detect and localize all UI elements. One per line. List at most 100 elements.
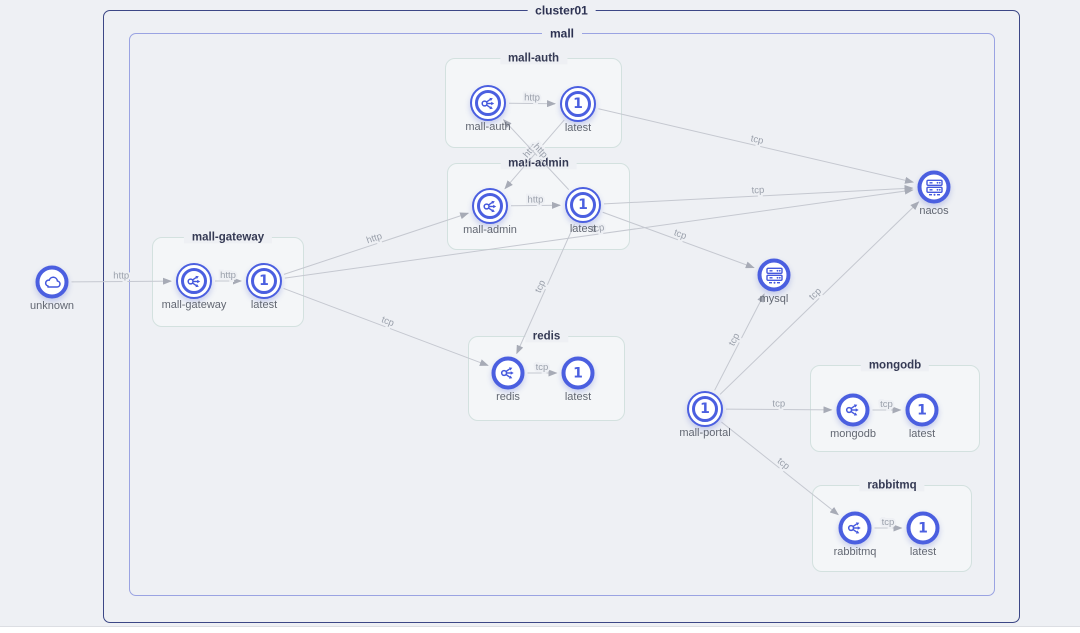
edge-mall-admin-latest-to-mysql[interactable]: tcp (602, 211, 755, 269)
node-inner-ring: 1 (251, 268, 277, 294)
server-icon (765, 266, 783, 284)
edge-protocol-label: tcp (775, 456, 792, 473)
edge-protocol-label: http (527, 194, 543, 205)
edge-mongodb-svc-to-mongodb-latest[interactable]: tcp (872, 397, 902, 414)
edge-protocol-label: tcp (751, 185, 764, 197)
node-redis-svc[interactable] (491, 356, 525, 390)
pod-count: 1 (573, 96, 583, 112)
share-icon (847, 520, 864, 537)
edge-mall-admin-svc-to-mall-admin-latest[interactable]: http (510, 192, 562, 209)
server-icon (925, 178, 943, 196)
edge-protocol-label: tcp (536, 362, 549, 373)
node-mall-auth-svc[interactable] (470, 85, 506, 121)
edge-protocol-label: tcp (807, 286, 824, 303)
edge-mall-admin-latest-to-nacos[interactable]: tcp (603, 183, 914, 205)
node-mall-portal[interactable]: 1 (687, 391, 723, 427)
edge-mall-gateway-svc-to-mall-gateway-latest[interactable]: http (215, 268, 242, 285)
node-label-unknown: unknown (29, 300, 75, 312)
group-title: mall-gateway (183, 231, 273, 244)
node-label-mall-gateway-svc: mall-gateway (161, 299, 227, 311)
node-label-mall-auth-latest: latest (564, 122, 592, 134)
edge-protocol-label: http (524, 92, 540, 103)
node-inner-ring: 1 (692, 396, 718, 422)
cluster-boundary: cluster01 (103, 3, 1020, 623)
edge-protocol-label: tcp (880, 399, 893, 410)
node-label-mongodb-latest: latest (908, 428, 936, 440)
share-icon (500, 365, 517, 382)
edge-protocol-label: http (220, 270, 236, 281)
node-label-mall-portal: mall-portal (679, 427, 731, 439)
cluster-title: cluster01 (527, 3, 596, 18)
edge-mall-portal-to-rabbitmq-svc[interactable]: tcp (721, 421, 839, 516)
node-inner-ring (475, 90, 501, 116)
edge-protocol-label: http (113, 270, 129, 281)
share-icon (186, 273, 203, 290)
share-icon (482, 198, 499, 215)
node-inner-ring: 1 (565, 91, 591, 117)
group-title: mall-auth (499, 52, 568, 65)
edge-protocol-label: tcp (727, 332, 743, 348)
edge-mall-auth-latest-to-nacos[interactable]: tcp (598, 108, 915, 184)
edge-mall-gateway-latest-to-redis-svc[interactable]: tcp (283, 287, 489, 366)
node-inner-ring: 1 (570, 192, 596, 218)
node-redis-latest[interactable]: 1 (561, 356, 595, 390)
node-mongodb-svc[interactable] (836, 393, 870, 427)
edge-protocol-label: tcp (750, 133, 765, 147)
edge-unknown-to-mall-gateway-svc[interactable]: http (71, 268, 173, 285)
edge-protocol-label: http (365, 231, 384, 246)
node-inner-ring (477, 193, 503, 219)
node-label-rabbitmq-latest: latest (909, 546, 937, 558)
node-label-mall-admin-latest: latest (569, 223, 597, 235)
group-title: rabbitmq (859, 479, 925, 492)
node-label-mall-auth-svc: mall-auth (465, 121, 511, 133)
edge-mall-auth-svc-to-mall-auth-latest[interactable]: http (508, 90, 557, 108)
namespace-boundary: mall (129, 26, 995, 596)
edge-mall-gateway-latest-to-nacos[interactable]: tcp (284, 187, 914, 279)
pod-count: 1 (259, 273, 269, 289)
edge-mall-portal-to-nacos[interactable]: tcp (719, 201, 920, 395)
edge-redis-svc-to-redis-latest[interactable]: tcp (527, 360, 558, 377)
edge-protocol-label: tcp (672, 227, 688, 242)
group-title: redis (524, 330, 569, 343)
edge-protocol-label: tcp (533, 278, 548, 294)
namespace-title: mall (541, 26, 583, 41)
edge-protocol-label: tcp (380, 314, 396, 329)
share-icon (845, 402, 862, 419)
node-mall-gateway-svc[interactable] (176, 263, 212, 299)
node-nacos[interactable] (917, 170, 951, 204)
group-box-mongodb[interactable]: mongodb (810, 359, 980, 452)
node-mall-admin-latest[interactable]: 1 (565, 187, 601, 223)
pod-count: 1 (578, 197, 588, 213)
cloud-icon (42, 272, 62, 292)
node-label-mall-admin-svc: mall-admin (463, 224, 517, 236)
edge-protocol-label: tcp (882, 517, 895, 528)
node-mall-admin-svc[interactable] (472, 188, 508, 224)
group-title: mongodb (860, 359, 930, 372)
edge-mall-admin-latest-to-redis-svc[interactable]: tcp (516, 223, 575, 355)
node-label-nacos: nacos (919, 205, 949, 217)
pod-count: 1 (573, 365, 583, 381)
node-unknown[interactable] (35, 265, 69, 299)
node-label-rabbitmq-svc: rabbitmq (833, 546, 877, 558)
edge-mall-portal-to-mongodb-svc[interactable]: tcp (725, 396, 833, 414)
node-label-mall-gateway-latest: latest (250, 299, 278, 311)
bottom-strip (0, 626, 1080, 633)
node-mysql[interactable] (757, 258, 791, 292)
node-inner-ring (181, 268, 207, 294)
node-rabbitmq-latest[interactable]: 1 (906, 511, 940, 545)
pod-count: 1 (700, 401, 710, 417)
node-label-redis-svc: redis (496, 391, 520, 403)
node-label-mongodb-svc: mongodb (830, 428, 876, 440)
node-label-mysql: mysql (759, 293, 789, 305)
node-label-redis-latest: latest (564, 391, 592, 403)
edge-protocol-label: tcp (591, 222, 605, 235)
pod-count: 1 (918, 520, 928, 536)
edge-rabbitmq-svc-to-rabbitmq-latest[interactable]: tcp (874, 515, 903, 532)
node-mall-auth-latest[interactable]: 1 (560, 86, 596, 122)
node-mall-gateway-latest[interactable]: 1 (246, 263, 282, 299)
group-title: mall-admin (500, 157, 577, 170)
node-mongodb-latest[interactable]: 1 (905, 393, 939, 427)
node-rabbitmq-svc[interactable] (838, 511, 872, 545)
